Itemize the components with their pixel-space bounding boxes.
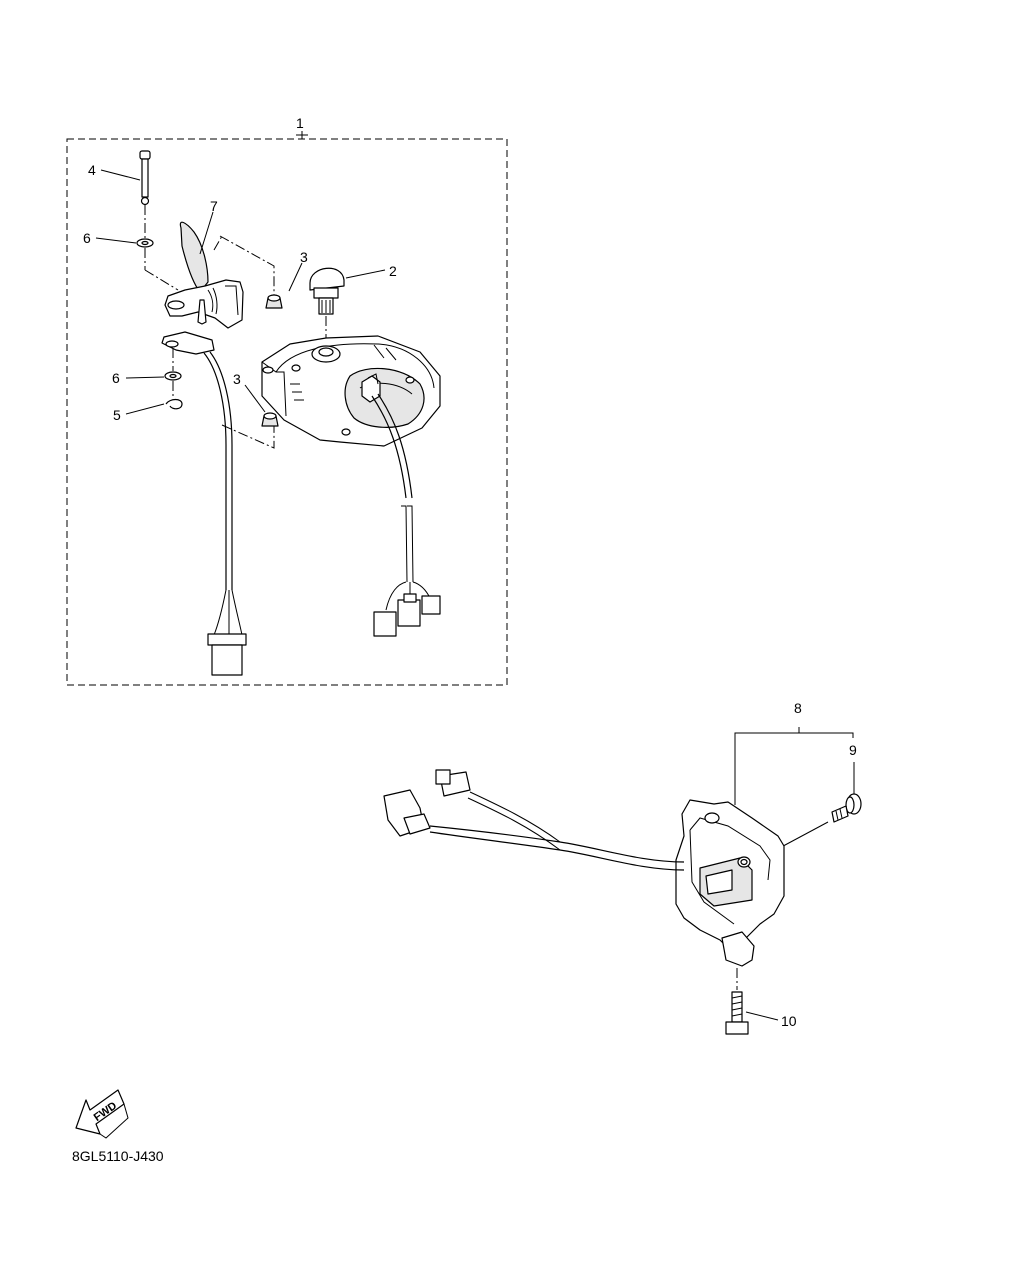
- callout-2-leader: [345, 269, 386, 279]
- part-8-switch-body: [675, 799, 785, 967]
- part-6-washer-lower: [164, 371, 182, 381]
- callout-4-leader: [100, 169, 141, 181]
- part-2-button: [309, 267, 345, 315]
- callout-4: 4: [88, 162, 96, 178]
- part-3-grommet-lower: [261, 412, 279, 427]
- callout-6-upper: 6: [83, 230, 91, 246]
- lever-lower-bracket: [161, 331, 215, 355]
- part-6-washer-upper: [136, 238, 154, 248]
- callout-6b-leader: [125, 376, 165, 379]
- drawing-code: 8GL5110-J430: [72, 1148, 164, 1164]
- part-4-pin: [139, 150, 151, 206]
- part-9-screw: [831, 793, 862, 823]
- callout-6-lower: 6: [112, 370, 120, 386]
- fwd-arrow-icon: FWD: [75, 1089, 129, 1139]
- callout-3-lower: 3: [233, 371, 241, 387]
- switch-housing: [261, 335, 441, 447]
- callout-3-upper: 3: [300, 249, 308, 265]
- callout-8-bracket: [734, 732, 854, 805]
- callout-3a-leader: [288, 262, 303, 292]
- housing-wire-connectors: [373, 581, 441, 637]
- callout-2: 2: [389, 263, 397, 279]
- part-5-clip: [165, 398, 183, 410]
- callout-7: 7: [210, 198, 218, 214]
- callout-3b-leader: [244, 384, 266, 413]
- callout-9: 9: [849, 742, 857, 758]
- callout-7-leader: [199, 211, 214, 255]
- lever-wire-connector: [207, 589, 247, 676]
- callout-10-leader: [745, 1011, 779, 1021]
- assembly-8-group: [383, 727, 862, 1035]
- part-7-lever: [164, 221, 244, 329]
- callout-8: 8: [794, 700, 802, 716]
- callout-5: 5: [113, 407, 121, 423]
- assembly-1-group: [66, 131, 508, 686]
- callout-1: 1: [296, 115, 304, 131]
- callout-5-leader: [125, 403, 165, 415]
- switch-wire-connector-a: [435, 769, 471, 797]
- switch-wire-connector-b: [383, 789, 431, 837]
- assembly-1-boundary: [66, 138, 508, 686]
- part-3-grommet-upper: [265, 294, 283, 309]
- part-10-bolt: [725, 968, 749, 1035]
- callout-6a-leader: [95, 237, 137, 244]
- callout-10: 10: [781, 1013, 797, 1029]
